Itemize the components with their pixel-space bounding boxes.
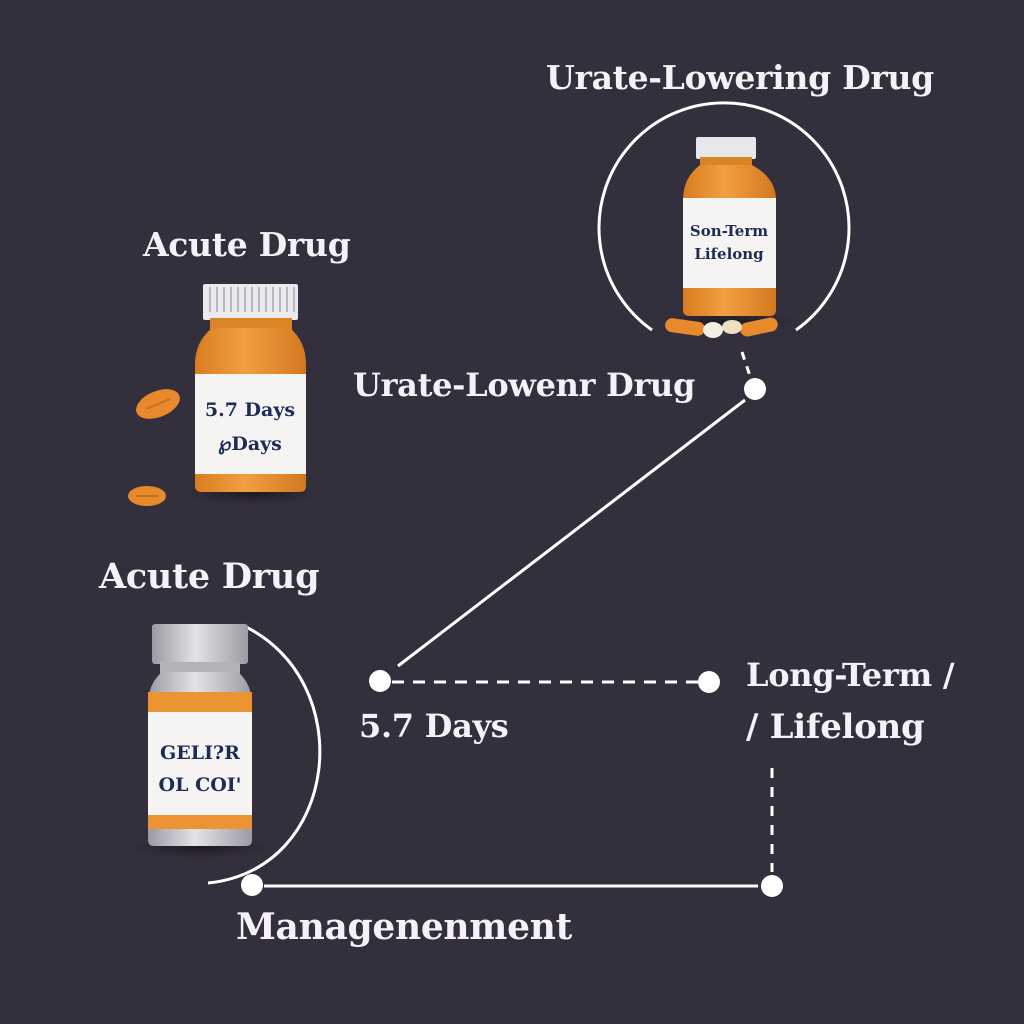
capsule-pill <box>665 318 705 336</box>
tablet-pill <box>722 320 742 334</box>
node-top-right <box>744 378 766 400</box>
bottle-label <box>683 198 776 288</box>
bottle-label <box>195 374 306 474</box>
pills-top-right <box>665 317 778 338</box>
bottle-cap <box>696 137 756 159</box>
bottle-label-line2: OL COI' <box>159 774 242 796</box>
cap-ridges <box>209 287 295 312</box>
node-days-start <box>369 670 391 692</box>
bottle-neck <box>160 662 240 674</box>
heading-acute-drug-upper: Acute Drug <box>143 225 351 264</box>
bottle-cap <box>203 284 298 320</box>
pills-left-upper <box>128 389 180 506</box>
heading-acute-drug-lower: Acute Drug <box>99 556 320 597</box>
left-lower-arc <box>207 623 322 885</box>
bottle-top-right: Son-Term Lifelong <box>658 137 798 334</box>
bottle-label-line2: ℘Days <box>218 433 282 455</box>
bottle-left-upper: 5.7 Days ℘Days <box>184 284 320 505</box>
capsule-pill <box>740 317 778 337</box>
long-term-label-line1: Long-Term / <box>746 656 955 694</box>
timeline-days-label: 5.7 Days <box>359 707 509 745</box>
bottle-label-line1: Son-Term <box>690 222 768 240</box>
management-label: Managenenment <box>236 906 572 948</box>
top-right-arc <box>597 101 851 332</box>
bottle-label-line1: GELI?R <box>160 742 240 764</box>
node-management-start <box>241 874 263 896</box>
bottle-neck <box>700 157 752 167</box>
diagonal-connector <box>397 398 746 668</box>
bottle-label <box>148 712 252 815</box>
top-dashed-connector <box>740 351 752 377</box>
connector-lines <box>207 101 851 888</box>
tablet-pill <box>703 322 723 338</box>
bottle-cap <box>152 624 248 664</box>
node-days-end <box>698 671 720 693</box>
node-management-end <box>761 875 783 897</box>
bottle-left-lower: GELI?R OL COI' <box>130 624 270 859</box>
connector-nodes <box>241 378 783 897</box>
bottle-label-line2: Lifelong <box>694 245 764 263</box>
heading-urate-lowenr-drug: Urate-Lowenr Drug <box>353 366 696 404</box>
bottle-label-line1: 5.7 Days <box>205 399 295 421</box>
long-term-label-line2: / Lifelong <box>746 707 925 747</box>
heading-urate-lowering-drug: Urate-Lowering Drug <box>546 58 934 97</box>
bottle-neck <box>210 318 292 330</box>
